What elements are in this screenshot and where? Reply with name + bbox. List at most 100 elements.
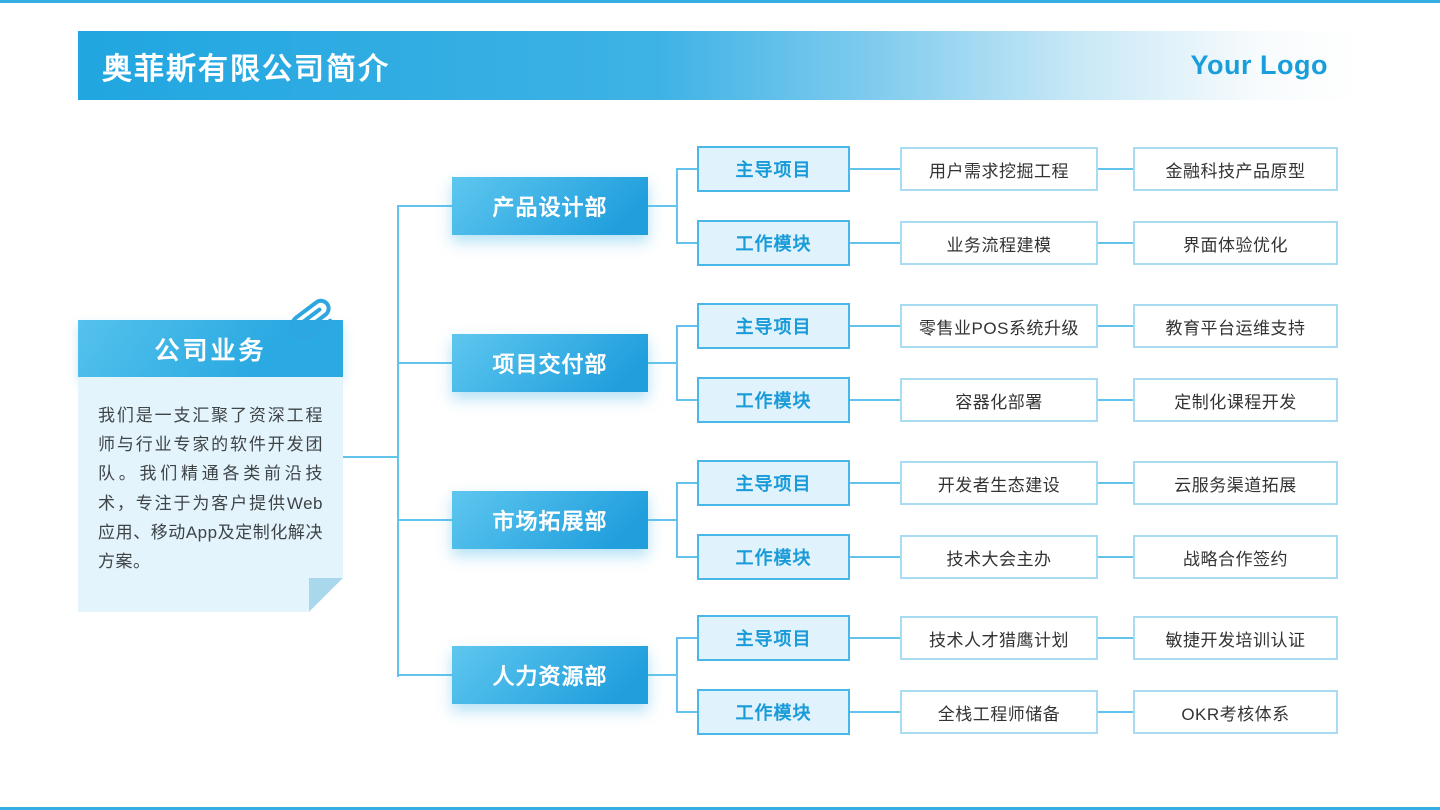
connector-line — [1098, 556, 1133, 558]
item-box[interactable]: 战略合作签约 — [1133, 535, 1338, 579]
connector-line — [648, 205, 677, 207]
item-label: 定制化课程开发 — [1174, 392, 1297, 412]
connector-line — [648, 362, 677, 364]
category-box[interactable]: 主导项目 — [697, 460, 850, 506]
folded-corner-cut — [309, 578, 343, 613]
connector-line — [676, 325, 697, 327]
connector-line — [1098, 325, 1133, 327]
department-box[interactable]: 产品设计部 — [452, 177, 648, 235]
category-label: 工作模块 — [735, 391, 812, 411]
category-box[interactable]: 工作模块 — [697, 377, 850, 423]
connector-line — [1098, 637, 1133, 639]
item-box[interactable]: OKR考核体系 — [1133, 690, 1338, 734]
org-group: 项目交付部 主导项目 零售业POS系统升级 教育平台运维支持 工作模块 — [0, 289, 1440, 437]
connector-line — [676, 637, 678, 713]
category-box[interactable]: 工作模块 — [697, 689, 850, 735]
department-label: 市场拓展部 — [492, 509, 608, 534]
connector-line — [397, 519, 452, 521]
org-row: 工作模块 全栈工程师储备 OKR考核体系 — [0, 689, 1440, 735]
connector-line — [850, 556, 900, 558]
category-box[interactable]: 主导项目 — [697, 303, 850, 349]
department-label: 产品设计部 — [492, 195, 608, 220]
connector-line — [676, 556, 697, 558]
connector-line — [397, 674, 452, 676]
page-title: 奥菲斯有限公司简介 — [102, 52, 390, 86]
category-label: 工作模块 — [735, 703, 812, 723]
category-label: 主导项目 — [735, 317, 812, 337]
intro-card-title: 公司业务 — [154, 336, 267, 365]
connector-line — [850, 637, 900, 639]
item-label: OKR考核体系 — [1181, 704, 1290, 724]
category-box[interactable]: 主导项目 — [697, 615, 850, 661]
connector-line — [676, 168, 678, 244]
item-box[interactable]: 零售业POS系统升级 — [900, 304, 1098, 348]
item-label: 技术大会主办 — [946, 549, 1052, 569]
category-box[interactable]: 主导项目 — [697, 146, 850, 192]
category-label: 主导项目 — [735, 160, 812, 180]
item-label: 零售业POS系统升级 — [919, 318, 1079, 338]
connector-line — [850, 482, 900, 484]
connector-line — [397, 205, 452, 207]
intro-card-body: 我们是一支汇聚了资深工程师与行业专家的软件开发团队。我们精通各类前沿技术，专注于… — [78, 377, 343, 613]
connector-line — [343, 456, 397, 458]
item-box[interactable]: 定制化课程开发 — [1133, 378, 1338, 422]
category-label: 主导项目 — [735, 474, 812, 494]
connector-line — [1098, 168, 1133, 170]
org-row: 工作模块 容器化部署 定制化课程开发 — [0, 377, 1440, 423]
item-box[interactable]: 开发者生态建设 — [900, 461, 1098, 505]
connector-line — [676, 711, 697, 713]
item-box[interactable]: 界面体验优化 — [1133, 221, 1338, 265]
department-label: 项目交付部 — [492, 352, 608, 377]
item-box[interactable]: 用户需求挖掘工程 — [900, 147, 1098, 191]
connector-line — [397, 362, 452, 364]
item-label: 金融科技产品原型 — [1165, 161, 1306, 181]
item-box[interactable]: 业务流程建模 — [900, 221, 1098, 265]
connector-line — [850, 325, 900, 327]
logo-text[interactable]: Your Logo — [1190, 50, 1328, 80]
item-label: 全栈工程师储备 — [937, 704, 1061, 724]
org-row: 主导项目 用户需求挖掘工程 金融科技产品原型 — [0, 146, 1440, 192]
org-row: 主导项目 技术人才猎鹰计划 敏捷开发培训认证 — [0, 615, 1440, 661]
connector-line — [1098, 399, 1133, 401]
intro-card-text: 我们是一支汇聚了资深工程师与行业专家的软件开发团队。我们精通各类前沿技术，专注于… — [98, 406, 323, 572]
item-box[interactable]: 教育平台运维支持 — [1133, 304, 1338, 348]
category-box[interactable]: 工作模块 — [697, 220, 850, 266]
org-row: 工作模块 技术大会主办 战略合作签约 — [0, 534, 1440, 580]
department-box[interactable]: 市场拓展部 — [452, 491, 648, 549]
item-box[interactable]: 云服务渠道拓展 — [1133, 461, 1338, 505]
item-box[interactable]: 技术人才猎鹰计划 — [900, 616, 1098, 660]
connector-line — [676, 325, 678, 401]
item-label: 技术人才猎鹰计划 — [929, 630, 1069, 650]
connector-line — [850, 168, 900, 170]
item-box[interactable]: 技术大会主办 — [900, 535, 1098, 579]
item-box[interactable]: 金融科技产品原型 — [1133, 147, 1338, 191]
connector-line — [1098, 482, 1133, 484]
department-box[interactable]: 项目交付部 — [452, 334, 648, 392]
connector-line — [1098, 711, 1133, 713]
item-label: 用户需求挖掘工程 — [929, 161, 1069, 181]
item-box[interactable]: 容器化部署 — [900, 378, 1098, 422]
category-box[interactable]: 工作模块 — [697, 534, 850, 580]
connector-spine — [397, 205, 399, 677]
connector-line — [676, 637, 697, 639]
department-box[interactable]: 人力资源部 — [452, 646, 648, 704]
connector-line — [676, 242, 697, 244]
intro-card[interactable]: 公司业务 我们是一支汇聚了资深工程师与行业专家的软件开发团队。我们精通各类前沿技… — [78, 298, 343, 613]
org-group: 产品设计部 主导项目 用户需求挖掘工程 金融科技产品原型 工作模块 业务 — [0, 132, 1440, 280]
connector-line — [648, 674, 677, 676]
connector-line — [676, 399, 697, 401]
connector-line — [850, 242, 900, 244]
top-accent-line — [0, 0, 1440, 3]
org-row: 主导项目 零售业POS系统升级 教育平台运维支持 — [0, 303, 1440, 349]
intro-card-header: 公司业务 — [78, 298, 343, 377]
category-label: 工作模块 — [735, 548, 812, 568]
item-label: 容器化部署 — [955, 392, 1043, 412]
paperclip-icon — [289, 298, 333, 340]
item-box[interactable]: 敏捷开发培训认证 — [1133, 616, 1338, 660]
header-bar: 奥菲斯有限公司简介 Your Logo — [78, 31, 1360, 100]
org-group: 人力资源部 主导项目 技术人才猎鹰计划 敏捷开发培训认证 工作模块 全栈 — [0, 601, 1440, 749]
connector-line — [1098, 242, 1133, 244]
item-label: 教育平台运维支持 — [1165, 318, 1306, 338]
category-label: 工作模块 — [735, 234, 812, 254]
item-box[interactable]: 全栈工程师储备 — [900, 690, 1098, 734]
